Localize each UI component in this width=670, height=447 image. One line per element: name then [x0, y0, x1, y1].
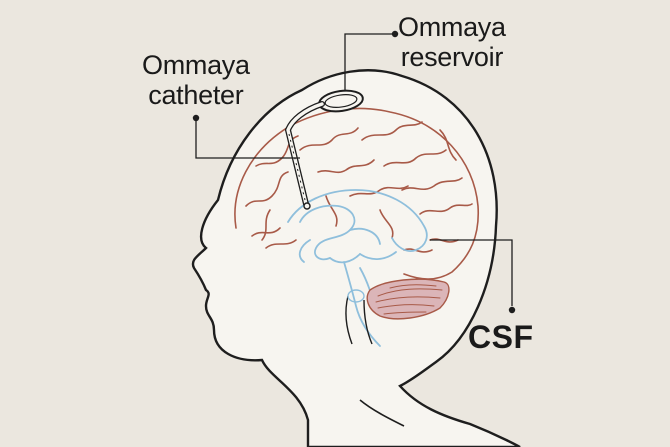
- label-ommaya-reservoir: Ommaya reservoir: [398, 12, 506, 72]
- ommaya-catheter: [284, 101, 325, 210]
- ventricles: [287, 189, 428, 347]
- label-reservoir-line1: Ommaya: [398, 12, 506, 42]
- label-catheter-line2: catheter: [148, 80, 244, 110]
- label-catheter-line1: Ommaya: [142, 50, 250, 80]
- leader-reservoir: [344, 33, 392, 90]
- leader-dots: [192, 30, 516, 314]
- pons: [347, 289, 365, 303]
- leader-catheter: [195, 120, 300, 159]
- head-outline: [191, 69, 521, 447]
- brainstem: [345, 295, 373, 345]
- neck-line: [359, 399, 405, 427]
- label-reservoir-line2: reservoir: [400, 42, 504, 72]
- label-ommaya-catheter: Ommaya catheter: [142, 50, 250, 110]
- label-csf: CSF: [468, 319, 534, 355]
- leader-lines: [195, 33, 513, 306]
- leader-csf: [430, 239, 513, 306]
- brain: [234, 107, 480, 280]
- cerebellum: [366, 278, 450, 320]
